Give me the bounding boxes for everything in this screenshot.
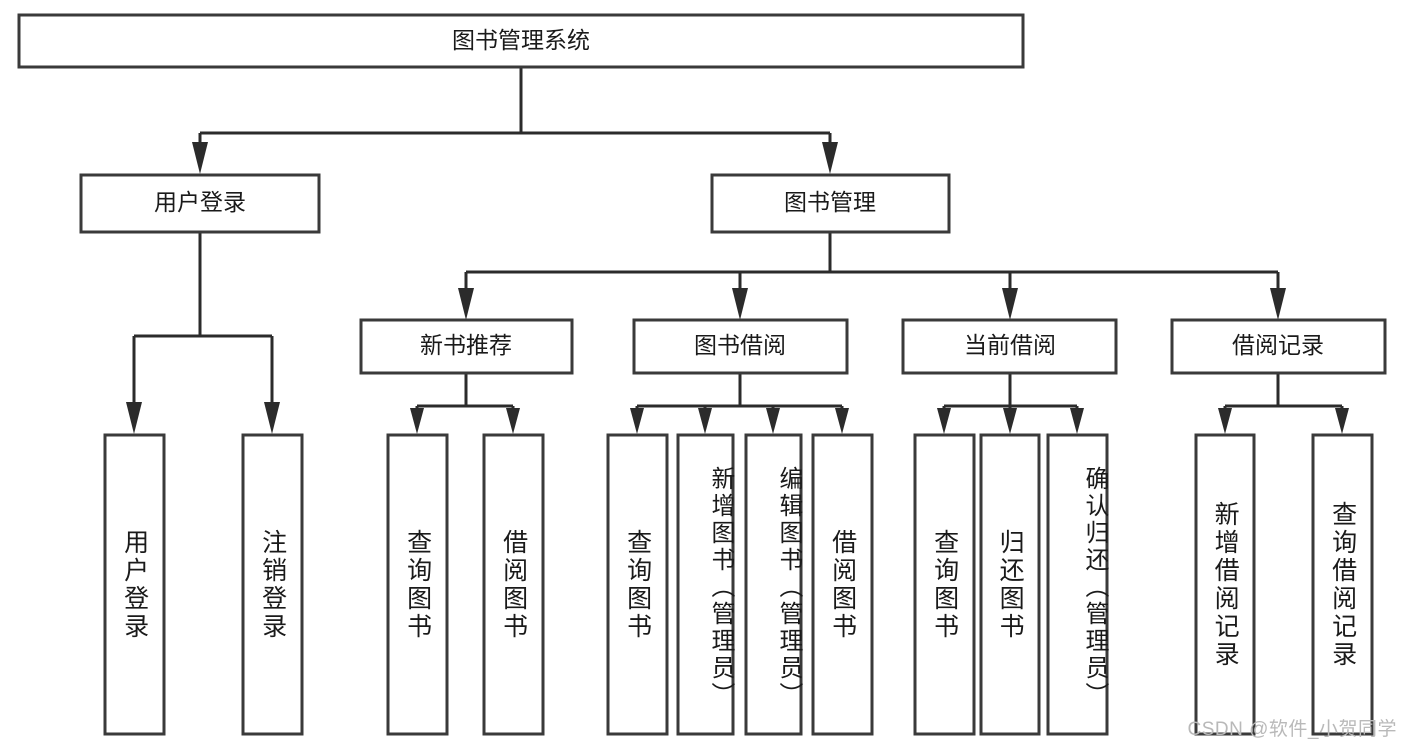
node-current-borrow[interactable]: 当前借阅 xyxy=(901,318,1118,375)
node-book-borrow[interactable]: 图书借阅 xyxy=(632,318,849,375)
leaf-box-book-borrow-1[interactable] xyxy=(606,433,669,736)
node-root[interactable]: 图书管理系统 xyxy=(17,13,1025,69)
arrow-head-current-borrow xyxy=(1002,288,1018,320)
leaf-box-borrow-record-2[interactable] xyxy=(1311,433,1374,736)
node-root-label: 图书管理系统 xyxy=(452,27,590,53)
node-current-borrow-rect[interactable] xyxy=(901,318,1118,375)
connector-group xyxy=(126,67,1349,434)
node-book-management[interactable]: 图书管理 xyxy=(710,173,951,234)
arrow-head-borrow-record-leaf-1 xyxy=(1218,408,1232,434)
node-new-book-recommend-rect[interactable] xyxy=(359,318,574,375)
node-user-login-rect[interactable] xyxy=(79,173,321,234)
arrow-head-book-mgmt xyxy=(822,142,838,174)
node-user-login-label: 用户登录 xyxy=(154,189,246,215)
arrow-head-borrow-record-leaf-2 xyxy=(1335,408,1349,434)
leaf-box-new-book-1[interactable] xyxy=(386,433,449,736)
arrow-head-borrow-record xyxy=(1270,288,1286,320)
arrow-head-book-borrow-leaf-1 xyxy=(630,408,644,434)
node-borrow-record[interactable]: 借阅记录 xyxy=(1170,318,1387,375)
arrow-head-user-login-leaf-2 xyxy=(264,402,280,434)
leaf-box-new-book-2[interactable] xyxy=(482,433,545,736)
node-book-borrow-rect[interactable] xyxy=(632,318,849,375)
node-borrow-record-label: 借阅记录 xyxy=(1232,332,1324,358)
node-book-management-label: 图书管理 xyxy=(784,189,876,215)
leaf-box-current-borrow-3[interactable] xyxy=(1046,433,1109,736)
leaf-box-book-borrow-2[interactable] xyxy=(676,433,735,736)
arrow-head-book-borrow-leaf-2 xyxy=(698,408,712,434)
node-user-login[interactable]: 用户登录 xyxy=(79,173,321,234)
node-new-book-recommend-label: 新书推荐 xyxy=(420,332,512,358)
leaf-box-user-login-2[interactable] xyxy=(241,433,304,736)
node-root-rect[interactable] xyxy=(17,13,1025,69)
leaf-box-book-borrow-4[interactable] xyxy=(811,433,874,736)
leaf-box-borrow-record-1[interactable] xyxy=(1194,433,1256,736)
node-book-management-rect[interactable] xyxy=(710,173,951,234)
leaf-box-current-borrow-1[interactable] xyxy=(913,433,976,736)
leaf-box-user-login-1[interactable] xyxy=(103,433,166,736)
node-borrow-record-rect[interactable] xyxy=(1170,318,1387,375)
leaf-box-current-borrow-2[interactable] xyxy=(979,433,1041,736)
arrow-head-new-book-leaf-1 xyxy=(410,408,424,434)
watermark-label: CSDN @软件_小贺同学 xyxy=(1187,719,1397,740)
arrow-head-current-borrow-leaf-2 xyxy=(1003,408,1017,434)
node-new-book-recommend[interactable]: 新书推荐 xyxy=(359,318,574,375)
arrow-head-new-book-leaf-2 xyxy=(506,408,520,434)
arrow-head-current-borrow-leaf-1 xyxy=(937,408,951,434)
arrow-head-new-book xyxy=(458,288,474,320)
arrow-head-current-borrow-leaf-3 xyxy=(1070,408,1084,434)
arrow-head-user-login-leaf-1 xyxy=(126,402,142,434)
leaf-box-book-borrow-3[interactable] xyxy=(744,433,803,736)
arrow-head-book-borrow xyxy=(732,288,748,320)
node-book-borrow-label: 图书借阅 xyxy=(694,332,786,358)
arrow-head-book-borrow-leaf-4 xyxy=(835,408,849,434)
node-current-borrow-label: 当前借阅 xyxy=(964,332,1056,358)
arrow-head-user-login xyxy=(192,142,208,174)
arrow-head-book-borrow-leaf-3 xyxy=(766,408,780,434)
